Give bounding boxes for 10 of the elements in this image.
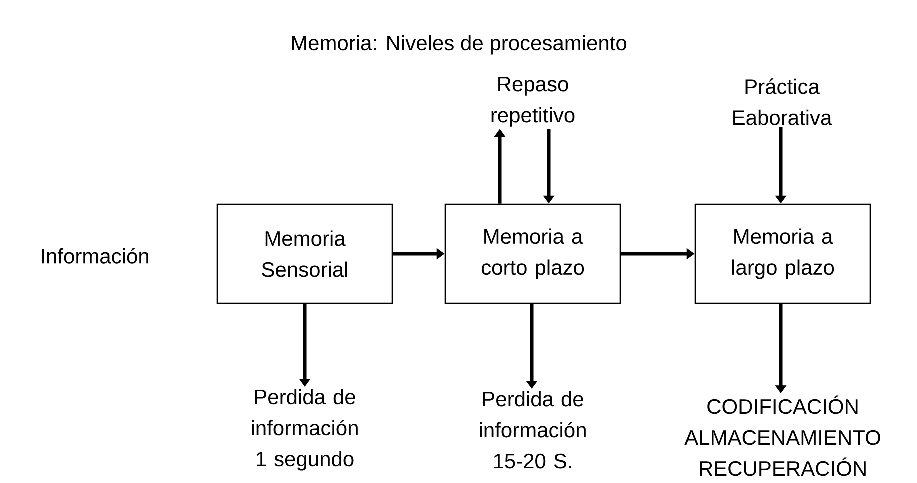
node-text: Práctica Eaborativa — [734, 78, 832, 126]
node-text: Perdida de información 15-20 S. — [480, 391, 586, 469]
memory-box: Memoria Sensorial — [216, 204, 394, 304]
node-text: Repaso repetitivo — [492, 77, 575, 127]
node-text: Perdida de información 1 segundo — [252, 389, 358, 471]
memory-box: Memoria a corto plazo — [444, 204, 622, 304]
node-text: CODIFICACIÓN ALMACENAMIENTO RECUPERACIÓN — [684, 396, 880, 476]
memory-box: Memoria a largo plazo — [694, 204, 872, 304]
title: Memoria: Niveles de procesamiento — [292, 35, 627, 55]
input-label: Información — [42, 248, 148, 264]
